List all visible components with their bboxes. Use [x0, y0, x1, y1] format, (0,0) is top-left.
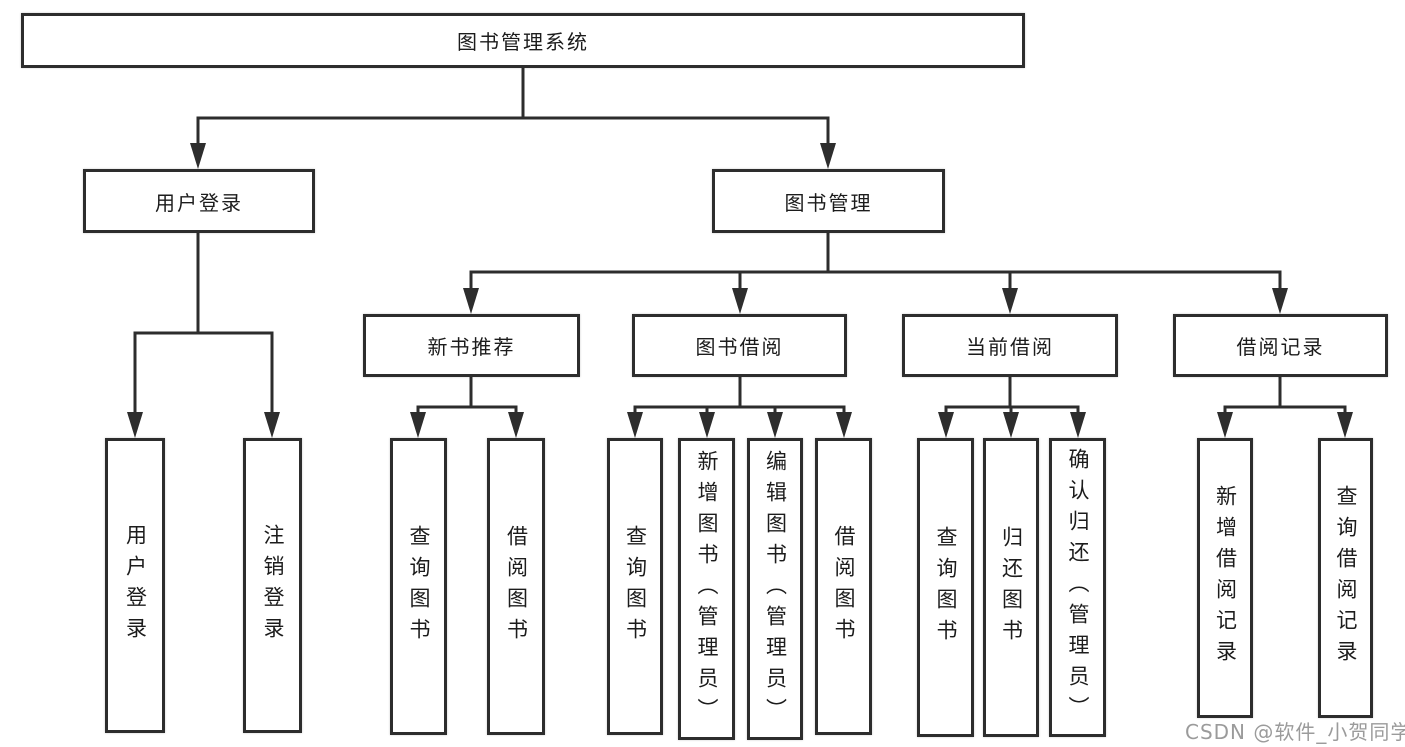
node-new-book-recommend: 新书推荐 — [363, 314, 580, 377]
arrow-down-icon — [410, 412, 426, 438]
node-label: 查询图书 — [934, 525, 958, 650]
connector-root-to-level2 — [196, 66, 830, 152]
node-current-borrowing: 当前借阅 — [902, 314, 1118, 377]
node-label: 用户登录 — [123, 523, 148, 648]
node-label: 归还图书 — [999, 525, 1024, 650]
connector-borrow-records-to-leaves — [1223, 375, 1347, 420]
leaf-confirm-return-admin: 确认归还（管理员） — [1049, 438, 1106, 737]
leaf-add-book-admin: 新增图书（管理员） — [678, 438, 735, 740]
arrow-down-icon — [1003, 412, 1019, 438]
leaf-return-books: 归还图书 — [983, 438, 1039, 737]
node-label: 图书管理 — [784, 190, 873, 215]
node-book-borrowing: 图书借阅 — [632, 314, 847, 377]
arrow-down-icon — [264, 412, 280, 438]
node-label: 借阅图书 — [504, 524, 529, 649]
arrow-down-icon — [767, 412, 783, 438]
leaf-current-query-books: 查询图书 — [917, 438, 974, 737]
arrow-down-icon — [627, 412, 643, 438]
node-label: 确认归还（管理员） — [1066, 448, 1090, 727]
node-library-system-root: 图书管理系统 — [21, 13, 1025, 68]
arrow-down-icon — [1337, 412, 1353, 438]
arrow-down-icon — [836, 412, 852, 438]
connector-book-borrow-to-leaves — [633, 375, 846, 420]
connector-new-book-to-leaves — [416, 375, 518, 420]
leaf-recommend-borrow-books: 借阅图书 — [487, 438, 545, 735]
node-user-login: 用户登录 — [83, 169, 315, 233]
node-label: 注销登录 — [261, 523, 285, 648]
arrow-down-icon — [1002, 288, 1018, 314]
watermark-text: CSDN @软件_小贺同学 — [1185, 720, 1405, 744]
node-label: 新增借阅记录 — [1213, 485, 1238, 671]
node-label: 图书借阅 — [695, 335, 784, 359]
arrow-down-icon — [127, 412, 143, 438]
node-label: 新增图书（管理员） — [695, 449, 719, 729]
arrow-down-icon — [508, 412, 524, 438]
arrow-down-icon — [938, 412, 954, 438]
leaf-user-login: 用户登录 — [105, 438, 165, 733]
connector-book-mgmt-to-level3 — [469, 231, 1282, 296]
arrow-down-icon — [1272, 288, 1288, 314]
leaf-edit-book-admin: 编辑图书（管理员） — [747, 438, 803, 740]
arrow-down-icon — [1070, 412, 1086, 438]
leaf-recommend-query-books: 查询图书 — [390, 438, 447, 735]
arrow-down-icon — [190, 143, 206, 169]
node-label: 查询借阅记录 — [1334, 485, 1358, 671]
node-label: 借阅记录 — [1236, 335, 1325, 359]
node-label: 查询图书 — [623, 524, 648, 649]
connector-current-borrow-to-leaves — [944, 375, 1080, 420]
connector-user-login-to-leaves — [133, 231, 274, 420]
leaf-add-borrow-record: 新增借阅记录 — [1197, 438, 1253, 718]
arrow-down-icon — [732, 288, 748, 314]
node-label: 新书推荐 — [427, 335, 516, 359]
arrow-down-icon — [463, 288, 479, 314]
node-label: 当前借阅 — [966, 335, 1054, 359]
node-borrow-records: 借阅记录 — [1173, 314, 1388, 377]
node-label: 图书管理系统 — [457, 30, 589, 54]
arrow-down-icon — [699, 412, 715, 438]
node-label: 编辑图书（管理员） — [763, 449, 788, 729]
leaf-query-borrow-record: 查询借阅记录 — [1318, 438, 1373, 718]
node-label: 借阅图书 — [832, 524, 856, 649]
arrow-down-icon — [1217, 412, 1233, 438]
node-book-management: 图书管理 — [712, 169, 945, 233]
arrow-down-icon — [820, 143, 836, 169]
leaf-logout: 注销登录 — [243, 438, 302, 733]
node-label: 查询图书 — [407, 524, 431, 649]
leaf-borrowing-query-books: 查询图书 — [607, 438, 663, 735]
node-label: 用户登录 — [155, 190, 243, 215]
leaf-borrowing-borrow-books: 借阅图书 — [815, 438, 872, 735]
